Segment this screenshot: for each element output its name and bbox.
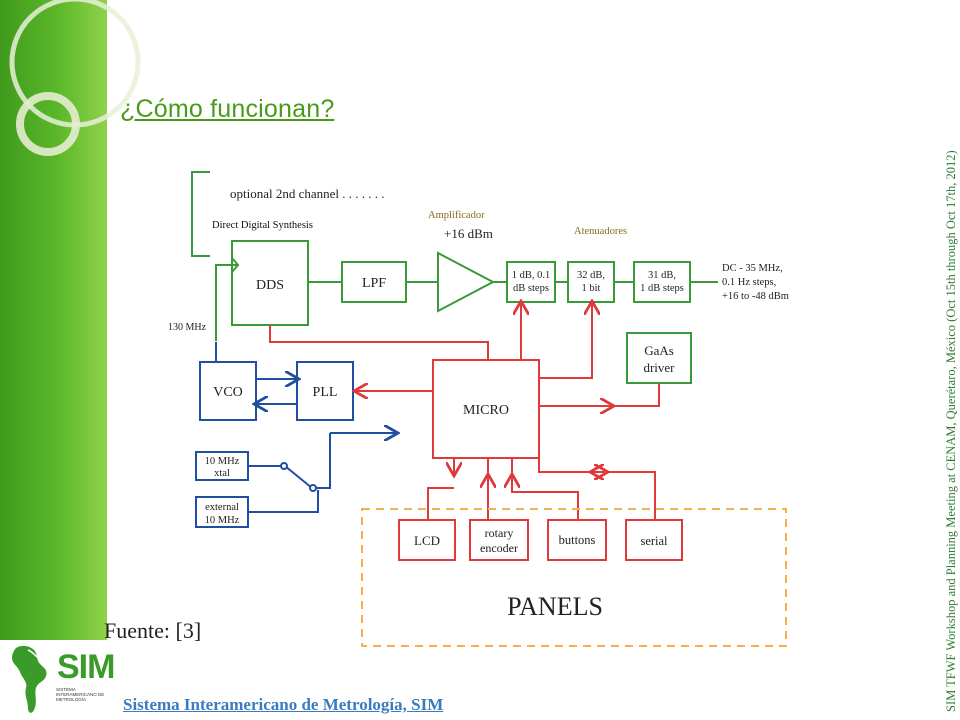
amp-gain: +16 dBm	[444, 226, 493, 241]
logo-name: SIM	[57, 648, 115, 686]
att3-line1: 31 dB,	[648, 270, 676, 281]
xtal-line1: 10 MHz	[205, 456, 240, 467]
serial-text: serial	[640, 534, 668, 548]
lcd-block	[398, 519, 456, 561]
gaas-driver-block	[626, 332, 692, 384]
footer-organization: Sistema Interamericano de Metrología, SI…	[123, 695, 444, 714]
amp-caption: Amplificador	[428, 210, 485, 221]
pll-text: PLL	[313, 385, 338, 400]
optional-channel-label: optional 2nd channel . . . . . . .	[230, 186, 385, 201]
output-line3: +16 to -48 dBm	[722, 291, 789, 302]
att3-block	[633, 261, 691, 303]
panels-text: PANELS	[507, 592, 603, 621]
att2-line2: 1 bit	[582, 283, 601, 294]
logo-subtitle: SISTEMA INTERAMERICANO DE METROLOGÍA	[56, 687, 105, 702]
buttons-block	[547, 519, 607, 561]
gaas-line1: GaAs	[644, 343, 674, 358]
lpf-text: LPF	[362, 276, 386, 291]
att2-line1: 32 dB,	[577, 270, 605, 281]
decorative-rings	[9, 0, 141, 156]
external-line2: 10 MHz	[205, 515, 240, 526]
dds-text: DDS	[256, 278, 284, 293]
americas-map-icon	[12, 645, 47, 713]
output-line2: 0.1 Hz steps,	[722, 277, 776, 288]
buttons-text: buttons	[559, 533, 596, 547]
slide-title: ¿Cómo funcionan?	[120, 95, 335, 123]
source-citation: Fuente: [3]	[104, 618, 202, 643]
clock-label: 130 MHz	[168, 322, 207, 333]
att1-line1: 1 dB, 0.1	[512, 270, 551, 281]
att1-line2: dB steps	[513, 283, 549, 294]
serial-block	[625, 519, 683, 561]
vertical-event-note: SIM TFWF Workshop and Planning Meeting a…	[944, 150, 958, 712]
atten-caption: Atenuadores	[574, 226, 627, 237]
micro-block	[432, 359, 540, 459]
micro-text: MICRO	[463, 403, 509, 418]
amplifier-triangle	[437, 251, 496, 313]
vco-text: VCO	[213, 385, 243, 400]
optional-channel-bracket	[191, 171, 210, 257]
att1-block	[506, 261, 556, 303]
gaas-line2: driver	[643, 360, 675, 375]
lcd-text: LCD	[414, 533, 440, 548]
att2-block	[567, 261, 615, 303]
external-line1: external	[205, 502, 239, 513]
output-line1: DC - 35 MHz,	[722, 263, 783, 274]
clock-path	[195, 342, 396, 528]
rotary-encoder-block	[469, 519, 529, 561]
dds-caption: Direct Digital Synthesis	[212, 220, 313, 231]
xtal-line2: xtal	[214, 468, 230, 479]
clock-arrow	[231, 257, 240, 273]
rotary-line1: rotary	[485, 526, 514, 540]
control-path	[269, 303, 683, 561]
panels-outline	[361, 508, 787, 647]
rotary-line2: encoder	[480, 541, 518, 555]
att3-line2: 1 dB steps	[640, 283, 684, 294]
vco-block	[199, 361, 257, 421]
